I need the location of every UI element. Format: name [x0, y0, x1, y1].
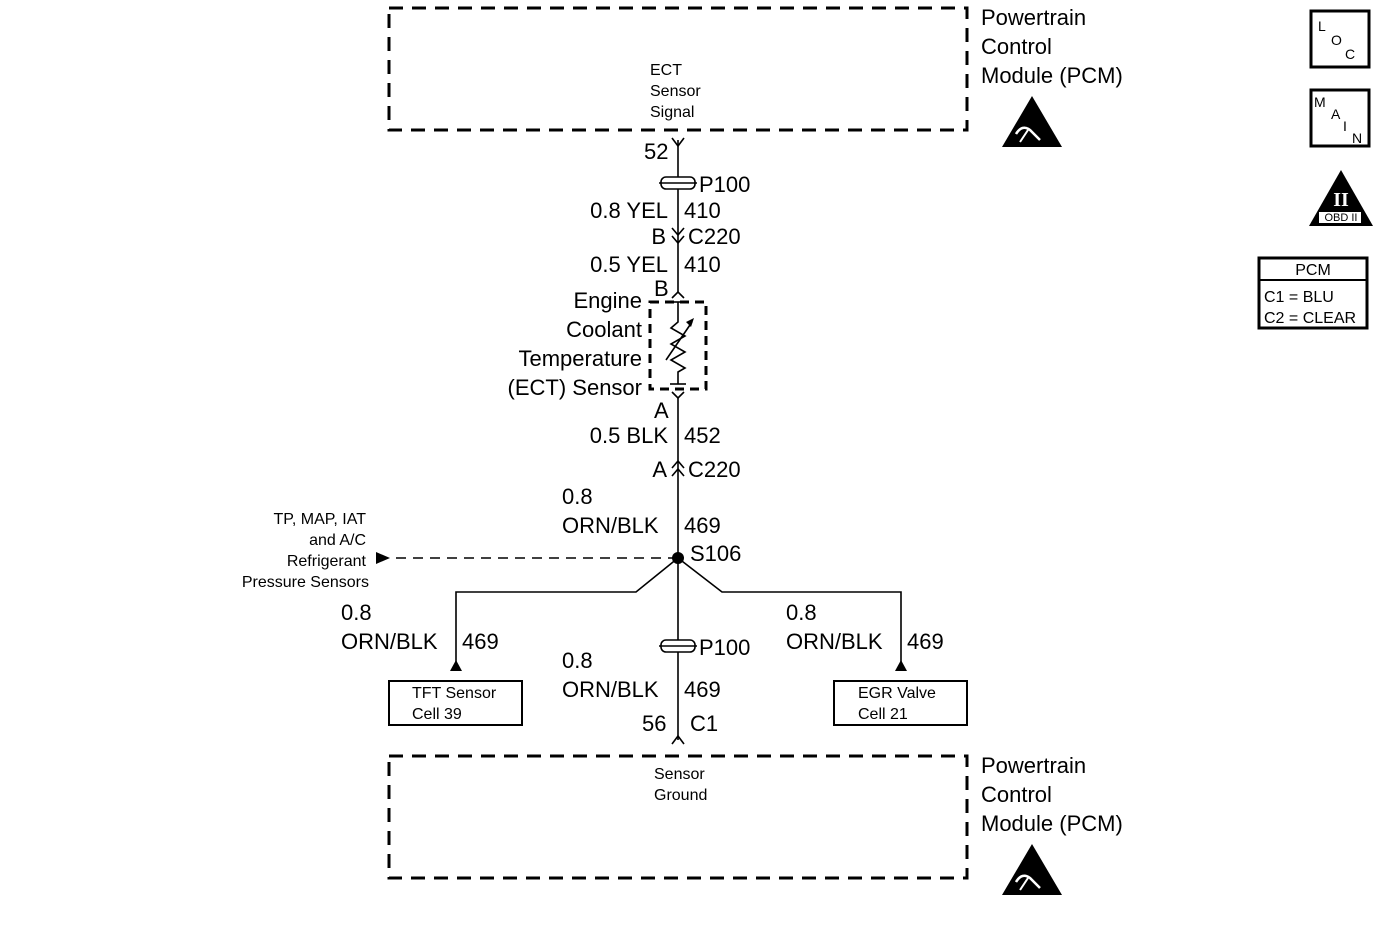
terminal-56: [671, 734, 685, 745]
egr-box-line-2: Cell 21: [858, 706, 908, 723]
wire-4-gauge: 0.8: [562, 484, 593, 509]
splice-label: S106: [690, 541, 741, 566]
loc-icon: L O C: [1309, 9, 1371, 69]
pcm-top-title-line-2: Control: [981, 34, 1052, 59]
thermistor-symbol: [669, 302, 687, 384]
right-wire-gauge: 0.8: [786, 600, 817, 625]
sensor-name-line-3: Temperature: [518, 346, 642, 371]
pcm-bottom-title-line-1: Powertrain: [981, 753, 1086, 778]
other-sensors-line-3: Refrigerant: [287, 553, 367, 570]
tft-box-line-2: Cell 39: [412, 706, 462, 723]
p100-bottom-connector: [659, 639, 697, 653]
wire-4-circuit: 469: [684, 513, 721, 538]
wire-3-gauge: 0.5 BLK: [590, 423, 669, 448]
c220-top-pin: B: [651, 224, 666, 249]
arrow-left-icon: [376, 552, 390, 564]
arrow-up-icon: [450, 660, 462, 671]
pin-52-label: 52: [644, 139, 668, 164]
wire-4-color: ORN/BLK: [562, 513, 659, 538]
svg-text:L: L: [1318, 18, 1326, 34]
c220-bottom-pin: A: [652, 457, 667, 482]
splice-s106: S106 TP, MAP, IAT and A/C Refrigerant Pr…: [242, 511, 742, 591]
svg-text:C: C: [1345, 46, 1355, 62]
left-wire-color: ORN/BLK: [341, 629, 438, 654]
egr-valve-box: EGR Valve Cell 21: [833, 680, 968, 726]
left-wire-circuit: 469: [462, 629, 499, 654]
pcm-connector-table: PCM C1 = BLU C2 = CLEAR: [1257, 256, 1369, 330]
right-wire-circuit: 469: [907, 629, 944, 654]
wire-1-gauge: 0.8 YEL: [590, 198, 668, 223]
bottom-wire-color: ORN/BLK: [562, 677, 659, 702]
svg-text:M: M: [1314, 94, 1326, 110]
main-icon: M A I N: [1309, 88, 1371, 148]
pcm-bottom-title-line-2: Control: [981, 782, 1052, 807]
p100-bottom-label: P100: [699, 635, 750, 660]
terminal-52: [671, 137, 685, 148]
pcm-table-row-2: C2 = CLEAR: [1264, 310, 1356, 327]
svg-text:OBD II: OBD II: [1324, 212, 1357, 224]
wire-2-circuit: 410: [684, 252, 721, 277]
right-wire-color: ORN/BLK: [786, 629, 883, 654]
pin-56-label: 56: [642, 711, 666, 736]
other-sensors-line-4: Pressure Sensors: [242, 574, 369, 591]
sensor-name-line-4: (ECT) Sensor: [508, 375, 642, 400]
wire-3-circuit: 452: [684, 423, 721, 448]
c220-bottom-label: C220: [688, 457, 741, 482]
tft-sensor-box: TFT Sensor Cell 39: [388, 680, 523, 726]
pcm-bottom-signal-line-2: Ground: [654, 787, 707, 804]
other-sensors-line-1: TP, MAP, IAT: [274, 511, 367, 528]
p100-top-connector: [659, 176, 697, 190]
ect-sensor: B Engine Coolant Temperature (ECT) Senso…: [508, 276, 708, 423]
pcm-top-title-line-3: Module (PCM): [981, 63, 1123, 88]
pcm-top-signal-line-1: ECT: [650, 62, 682, 79]
pcm-table-header: PCM: [1295, 262, 1331, 279]
esd-warning-icon: [1002, 96, 1062, 147]
pcm-top-box: [387, 6, 969, 132]
esd-warning-icon: [1002, 844, 1062, 895]
c220-top-connector: [671, 227, 685, 245]
svg-text:N: N: [1352, 130, 1362, 146]
pcm-bottom-title-line-3: Module (PCM): [981, 811, 1123, 836]
wire-1-circuit: 410: [684, 198, 721, 223]
c220-bottom-connector: [671, 459, 685, 477]
svg-text:O: O: [1331, 32, 1342, 48]
arrow-up-icon: [895, 660, 907, 671]
wire-right-branch: [677, 557, 902, 664]
sensor-name-line-1: Engine: [573, 288, 642, 313]
bottom-wire-gauge: 0.8: [562, 648, 593, 673]
pcm-bottom-box: [387, 754, 969, 880]
svg-text:I: I: [1343, 118, 1347, 134]
pcm-bottom-module: Powertrain Control Module (PCM) Sensor G…: [387, 753, 1123, 895]
egr-box-line-1: EGR Valve: [858, 685, 936, 702]
sensor-pin-a: A: [654, 398, 669, 423]
pcm-top-signal-line-2: Sensor: [650, 83, 701, 100]
other-sensors-line-2: and A/C: [309, 532, 366, 549]
pcm-table-row-1: C1 = BLU: [1264, 289, 1334, 306]
wire-left-branch: [455, 557, 679, 664]
tft-box-line-1: TFT Sensor: [412, 685, 497, 702]
sensor-box: [648, 300, 708, 391]
svg-text:II: II: [1333, 189, 1349, 211]
c1-label: C1: [690, 711, 718, 736]
pcm-top-signal-line-3: Signal: [650, 104, 694, 121]
svg-text:A: A: [1331, 106, 1341, 122]
pcm-bottom-signal-line-1: Sensor: [654, 766, 705, 783]
pcm-top-module: Powertrain Control Module (PCM) ECT Sens…: [387, 5, 1123, 147]
sensor-name-line-2: Coolant: [566, 317, 642, 342]
c220-top-label: C220: [688, 224, 741, 249]
obd-ii-icon: II OBD II: [1309, 170, 1373, 226]
sensor-pin-b: B: [654, 276, 669, 301]
pcm-top-title-line-1: Powertrain: [981, 5, 1086, 30]
wire-2-gauge: 0.5 YEL: [590, 252, 668, 277]
p100-top-label: P100: [699, 172, 750, 197]
left-wire-gauge: 0.8: [341, 600, 372, 625]
bottom-wire-circuit: 469: [684, 677, 721, 702]
